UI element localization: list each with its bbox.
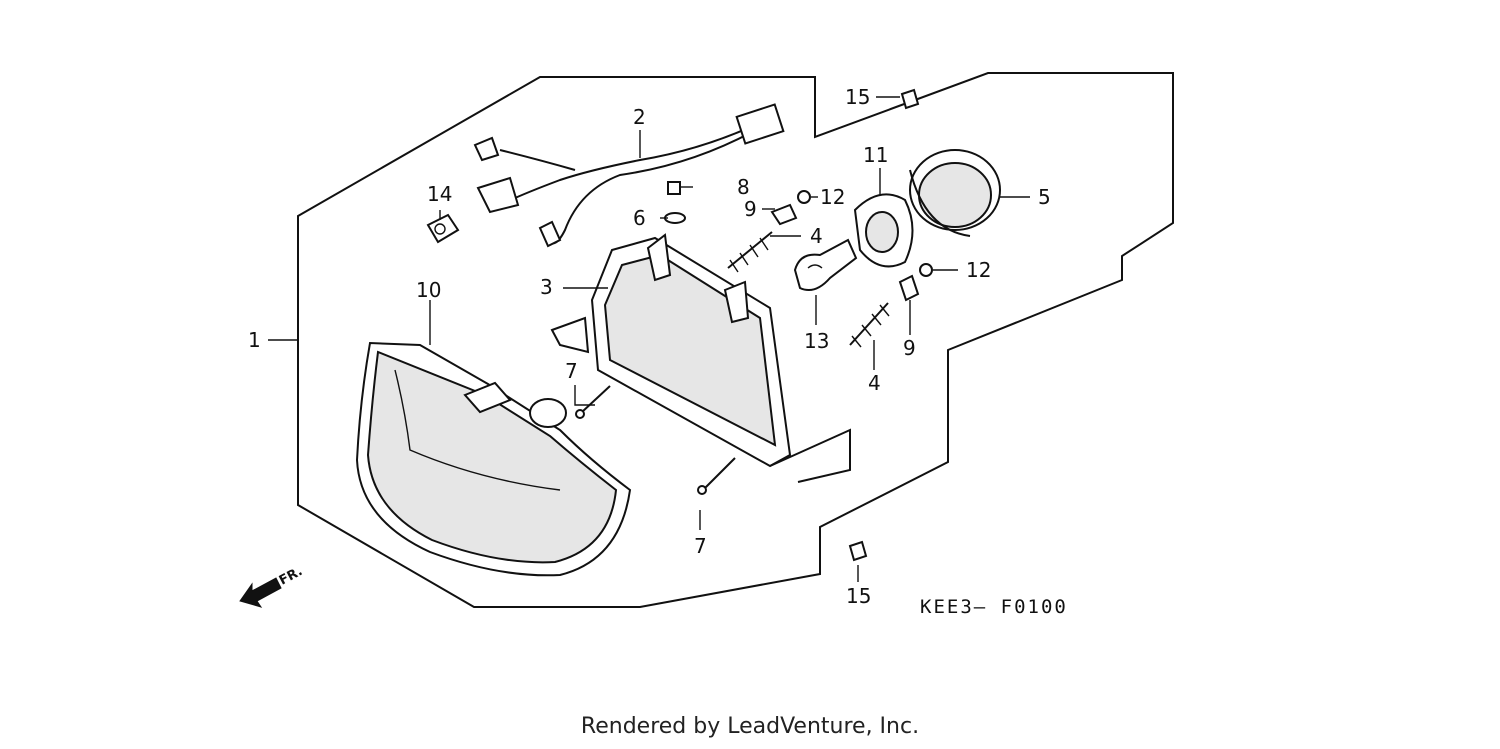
nut-9-upper: [770, 203, 798, 226]
callout-12-lower: 12: [966, 258, 991, 282]
headlight-bulb: [793, 238, 858, 291]
callout-11: 11: [863, 143, 888, 167]
mounting-frame: [550, 233, 851, 483]
diagram-code: KEE3— F0100: [920, 596, 1068, 618]
nut-12-upper: [797, 190, 811, 204]
callout-6: 6: [633, 206, 646, 230]
leader-lines: [268, 96, 1030, 582]
callout-10: 10: [416, 278, 441, 302]
nut-12-lower: [919, 263, 933, 277]
callout-4-upper: 4: [810, 224, 823, 248]
callout-8: 8: [737, 175, 750, 199]
callout-4-lower: 4: [868, 371, 881, 395]
callout-9-upper: 9: [744, 197, 757, 221]
bulb-socket: [853, 193, 914, 268]
clip-8: [667, 181, 681, 195]
callout-9-lower: 9: [903, 336, 916, 360]
callout-15-upper: 15: [845, 85, 870, 109]
callout-15-lower: 15: [846, 584, 871, 608]
wiring-harness: [473, 103, 785, 248]
spring-upper: [727, 231, 773, 273]
dust-cover: [909, 149, 1001, 237]
callout-5: 5: [1038, 185, 1051, 209]
bolt-15-upper: [900, 88, 920, 110]
screw-7-upper: [575, 385, 611, 419]
callout-1: 1: [248, 328, 261, 352]
callout-7-lower: 7: [694, 534, 707, 558]
callout-12-upper: 12: [820, 185, 845, 209]
callout-7-upper: 7: [565, 359, 578, 383]
spring-lower: [849, 302, 890, 348]
front-direction-arrow-icon: [239, 577, 282, 608]
position-bulb: [426, 213, 460, 244]
assembly-outline: [297, 72, 1174, 608]
callout-3: 3: [540, 275, 553, 299]
callout-13: 13: [804, 329, 829, 353]
credit-footer: Rendered by LeadVenture, Inc.: [580, 714, 920, 739]
callout-14: 14: [427, 182, 452, 206]
nut-9-lower: [898, 274, 920, 302]
bolt-15-lower: [848, 540, 868, 562]
screw-7-lower: [697, 457, 736, 495]
callout-2: 2: [633, 105, 646, 129]
front-marker-label: FR.: [277, 564, 305, 589]
headlight-lens-unit: [355, 341, 632, 577]
